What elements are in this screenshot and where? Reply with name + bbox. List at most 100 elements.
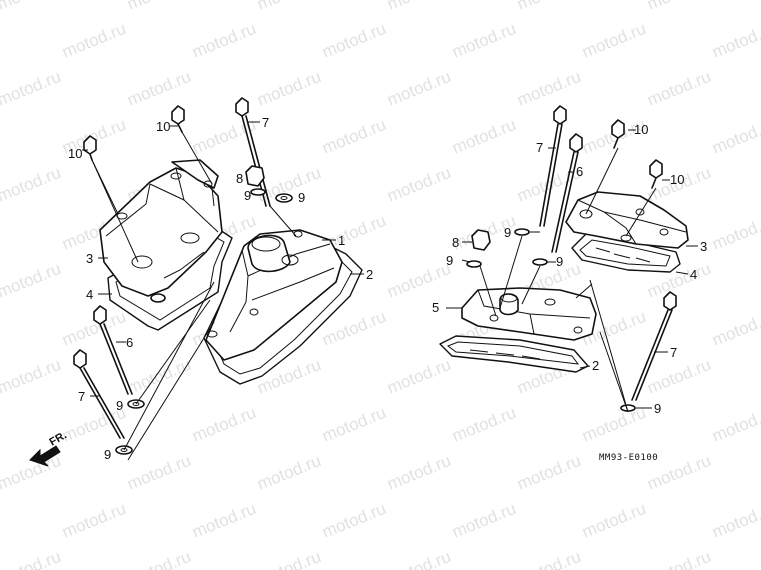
watermark-text: motod.ru (189, 499, 258, 542)
watermark-text: motod.ru (644, 67, 713, 110)
right-washer-9-lower (620, 404, 636, 412)
watermark-text: motod.ru (709, 499, 761, 542)
callout-5: 5 (432, 300, 439, 315)
watermark-text: motod.ru (449, 499, 518, 542)
left-bolt-7-lower (73, 349, 125, 439)
left-bracket (171, 159, 219, 189)
watermark-text: motod.ru (579, 19, 648, 62)
callout-2: 2 (366, 267, 373, 282)
diagram-code-label: MM93-E0100 (599, 453, 658, 463)
callout-9: 9 (504, 225, 511, 240)
left-bolt-10-b (171, 105, 185, 133)
watermark-text: motod.ru (124, 67, 193, 110)
watermark-text: motod.ru (0, 163, 64, 206)
watermark-text: motod.ru (384, 547, 453, 570)
left-assembly: FR. 10 10 7 8 9 9 1 2 3 4 6 7 9 9 (29, 97, 373, 467)
watermark-text: motod.ru (709, 307, 761, 350)
watermark-text: motod.ru (449, 115, 518, 158)
left-cover-3 (99, 167, 223, 303)
watermark-text: motod.ru (319, 403, 388, 446)
watermark-text: motod.ru (579, 499, 648, 542)
watermark-text: motod.ru (0, 0, 64, 14)
right-cover-3 (565, 191, 689, 249)
watermark-text: motod.ru (514, 67, 583, 110)
callout-10: 10 (68, 146, 82, 161)
watermark-text: motod.ru (0, 259, 64, 302)
watermark-text: motod.ru (579, 403, 648, 446)
left-bolt-10-a (83, 135, 97, 161)
watermark-text: motod.ru (384, 355, 453, 398)
callout-3: 3 (700, 239, 707, 254)
left-bolt-6 (93, 305, 133, 395)
watermark-text: motod.ru (514, 0, 583, 14)
watermark-text: motod.ru (514, 547, 583, 570)
watermark-text: motod.ru (124, 547, 193, 570)
watermark-text: motod.ru (254, 67, 323, 110)
callout-10: 10 (156, 119, 170, 134)
callout-9: 9 (446, 253, 453, 268)
right-long-bolt-7-upper (539, 105, 567, 227)
watermark-text: motod.ru (254, 547, 323, 570)
callout-10: 10 (634, 122, 648, 137)
watermark-text: motod.ru (0, 451, 64, 494)
callout-6: 6 (126, 335, 133, 350)
right-plug-8 (471, 229, 491, 251)
left-plug-8 (245, 165, 266, 196)
callout-9: 9 (556, 254, 563, 269)
left-head-cover-1 (205, 229, 343, 361)
watermark-text: motod.ru (384, 163, 453, 206)
watermark-text: motod.ru (189, 19, 258, 62)
callout-8: 8 (236, 171, 243, 186)
watermark-text: motod.ru (319, 115, 388, 158)
watermark-text: motod.ru (59, 499, 128, 542)
watermark-text: motod.ru (254, 451, 323, 494)
right-bolt-10-a (611, 119, 625, 149)
left-leader-lines (91, 131, 297, 461)
watermark-text: motod.ru (709, 403, 761, 446)
watermark-text: motod.ru (709, 19, 761, 62)
watermark-text: motod.ru (0, 547, 64, 570)
watermark-text: motod.ru (384, 259, 453, 302)
watermark-text: motod.ru (254, 0, 323, 14)
right-bolt-10-b (649, 159, 663, 189)
watermark-text: motod.ru (644, 0, 713, 14)
callout-2: 2 (592, 358, 599, 373)
right-gasket-2 (439, 335, 589, 373)
callout-8: 8 (452, 235, 459, 250)
watermark-text: motod.ru (514, 451, 583, 494)
watermark-text: motod.ru (59, 19, 128, 62)
callout-4: 4 (86, 287, 93, 302)
watermark-text: motod.ru (124, 355, 193, 398)
watermark-text: motod.ru (449, 19, 518, 62)
watermark-text: motod.ru (0, 355, 64, 398)
callout-6: 6 (576, 164, 583, 179)
callout-9: 9 (244, 188, 251, 203)
left-washer-9-top (275, 193, 293, 203)
callout-7: 7 (78, 389, 85, 404)
callout-9: 9 (654, 401, 661, 416)
watermark-text: motod.ru (319, 19, 388, 62)
right-head-cover-5 (461, 287, 597, 341)
watermark-text: motod.ru (189, 403, 258, 446)
left-callout-leaders (82, 121, 364, 397)
callout-9: 9 (116, 398, 123, 413)
right-washer-9-mid (532, 258, 548, 266)
right-leader-lines (479, 147, 657, 413)
watermark-text: motod.ru (709, 211, 761, 254)
right-washer-9-upper (514, 228, 530, 236)
watermark-text: motod.ru (384, 0, 453, 14)
right-callout-leaders (446, 129, 698, 409)
watermark-text: motod.ru (319, 499, 388, 542)
callout-3: 3 (86, 251, 93, 266)
right-bolt-6 (551, 133, 583, 253)
callout-9: 9 (104, 447, 111, 462)
watermark-text: motod.ru (124, 451, 193, 494)
callout-9: 9 (298, 190, 305, 205)
watermark-text: motod.ru (384, 67, 453, 110)
watermark-text: motod.ru (449, 403, 518, 446)
right-assembly: 7 6 10 10 8 9 9 9 3 4 5 2 7 9 MM93-E0100 (432, 105, 707, 463)
callout-7: 7 (536, 140, 543, 155)
watermark-text: motod.ru (709, 115, 761, 158)
